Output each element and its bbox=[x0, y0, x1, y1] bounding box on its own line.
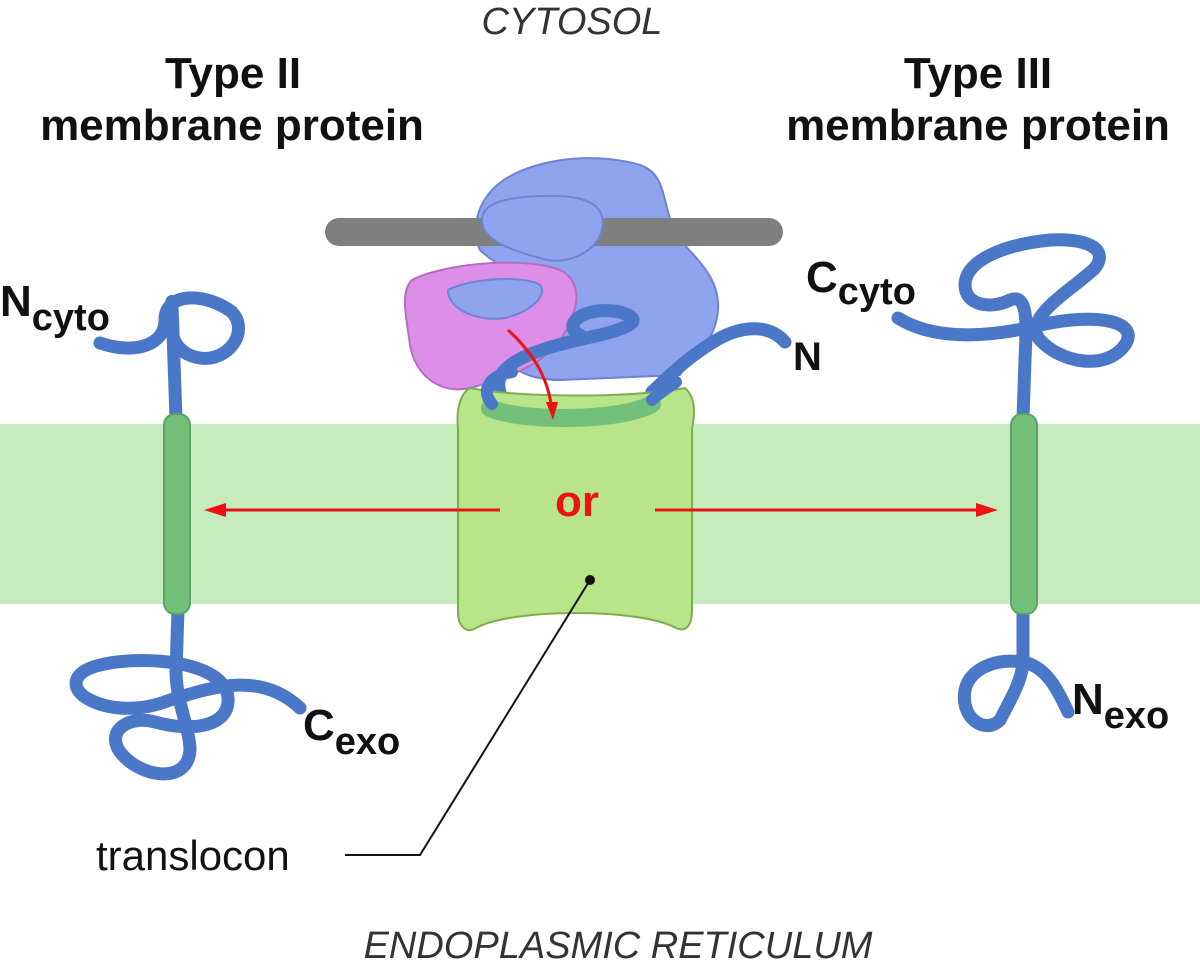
type3-n-sub: exo bbox=[1104, 695, 1169, 737]
type2-title-line1: Type II bbox=[165, 49, 301, 98]
nascent-chain bbox=[492, 304, 792, 399]
signal-anchor-segment bbox=[481, 395, 661, 427]
insertion-arrowhead bbox=[546, 402, 558, 420]
type3-exo-loop bbox=[957, 603, 1075, 732]
type2-n-sub: cyto bbox=[32, 297, 110, 339]
type3-n-terminus-label: Nexo bbox=[1072, 675, 1169, 737]
type2-c-terminus-label: Cexo bbox=[303, 701, 400, 763]
type3-n-main: N bbox=[1072, 675, 1104, 724]
type2-n-main: N bbox=[0, 277, 32, 326]
type2-protein bbox=[69, 291, 307, 781]
type2-exo-loop bbox=[69, 603, 307, 781]
type3-tm-segment bbox=[1010, 413, 1038, 615]
or-label: or bbox=[555, 477, 599, 526]
translation-machinery bbox=[325, 157, 792, 631]
type2-c-main: C bbox=[303, 701, 335, 750]
type2-c-sub: exo bbox=[335, 721, 400, 763]
type3-c-main: C bbox=[806, 253, 838, 302]
nascent-chain-loop bbox=[480, 366, 682, 410]
ribosome-small-subunit bbox=[480, 194, 604, 262]
type3-c-sub: cyto bbox=[838, 271, 916, 313]
type2-cyto-loop bbox=[93, 291, 245, 425]
type3-protein bbox=[891, 233, 1135, 732]
type3-cyto-loop bbox=[891, 233, 1135, 425]
translocon-leader-line bbox=[345, 579, 591, 856]
insertion-arrow bbox=[506, 328, 554, 411]
er-label: ENDOPLASMIC RETICULUM bbox=[364, 925, 873, 967]
arrow-right-head bbox=[976, 503, 998, 517]
type2-n-terminus-label: Ncyto bbox=[0, 277, 110, 339]
arrow-left-head bbox=[204, 503, 226, 517]
nascent-n-terminus-label: N bbox=[793, 335, 822, 379]
translocon-label: translocon bbox=[96, 832, 290, 879]
type2-tm-segment bbox=[163, 413, 191, 615]
srp-pocket bbox=[446, 277, 543, 320]
orientation-arrows bbox=[204, 503, 998, 517]
type3-title-line1: Type III bbox=[904, 49, 1052, 98]
type3-title-line2: membrane protein bbox=[786, 101, 1170, 150]
type2-title-line2: membrane protein bbox=[40, 101, 424, 150]
translocon-channel bbox=[456, 386, 695, 631]
type3-c-terminus-label: Ccyto bbox=[806, 253, 916, 313]
cytosol-label: CYTOSOL bbox=[482, 1, 663, 43]
